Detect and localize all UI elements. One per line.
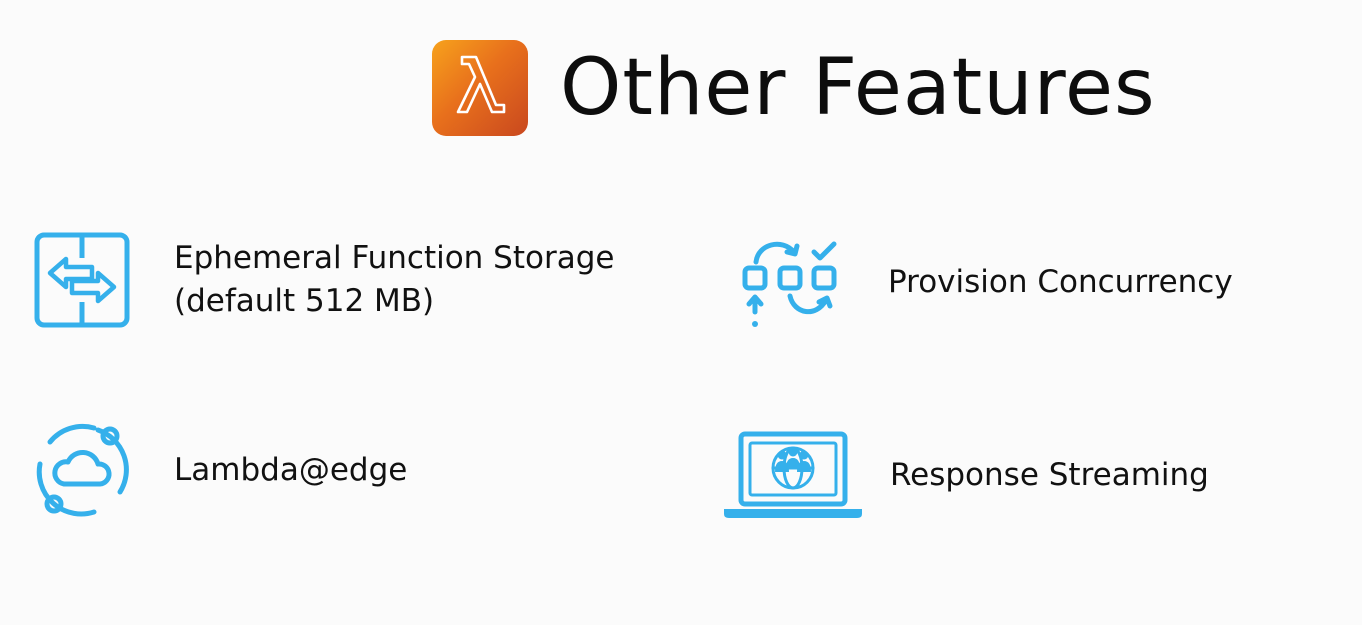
feature-lambda-edge: Lambda@edge [34,422,407,518]
header: Other Features [432,40,1156,136]
feature-label: Provision Concurrency [888,263,1233,300]
provisioned-concurrency-icon [742,234,838,330]
feature-ephemeral-storage: Ephemeral Function Storage (default 512 … [34,232,614,328]
feature-label: Response Streaming [890,456,1209,493]
page-title: Other Features [560,43,1156,133]
response-streaming-laptop-icon [722,430,864,520]
ephemeral-storage-icon [34,232,130,328]
feature-label: Lambda@edge [174,451,408,488]
feature-response-streaming: Response Streaming [722,430,1209,520]
aws-lambda-icon [432,40,528,136]
feature-provision-concurrency: Provision Concurrency [742,234,1233,330]
edge-cloud-icon [34,422,130,518]
feature-label-line2: (default 512 MB) [174,283,435,319]
feature-label: Ephemeral Function Storage (default 512 … [174,237,614,323]
feature-label-line1: Ephemeral Function Storage [174,240,615,276]
